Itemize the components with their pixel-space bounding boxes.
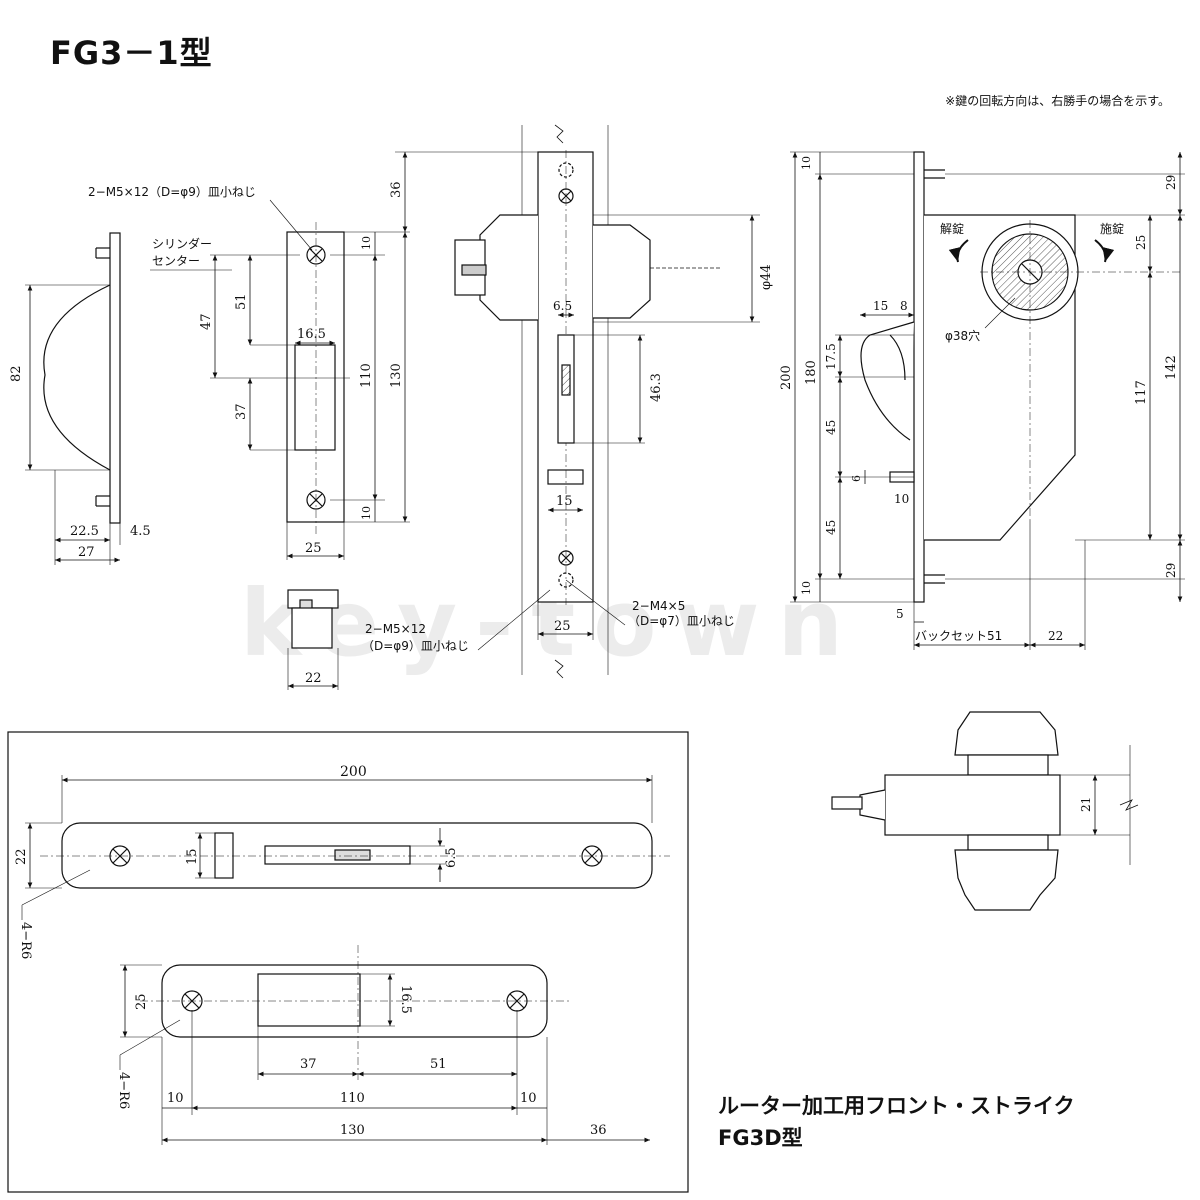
page-title: FG3－1型 [50, 34, 213, 72]
dim-strike-4-5: 4.5 [130, 524, 151, 539]
dim-rt-51: 51 [430, 1057, 447, 1072]
screw-label-top: 2−M5×12（D=φ9）皿小ねじ [88, 185, 256, 199]
dim-rt-25: 25 [134, 993, 149, 1010]
cylinder-center-label-2: センター [152, 254, 200, 268]
cylinder-detail [831, 711, 1139, 911]
dim-strike-82: 82 [9, 365, 24, 382]
dim-front-16-5: 16.5 [297, 327, 326, 342]
dim-body-45b: 45 [824, 520, 838, 535]
label-backset: バックセット51 [915, 629, 1002, 643]
router-section-title-1: ルーター加工用フロント・ストライク [718, 1094, 1075, 1118]
screw-label-front-1: 2−M5×12 [365, 622, 426, 636]
dim-body-25: 25 [1134, 235, 1148, 250]
label-hole38: φ38穴 [945, 328, 980, 343]
strike-front-plate [150, 151, 560, 560]
dim-body-29a: 29 [1164, 175, 1178, 190]
dim-body-8: 8 [900, 299, 908, 313]
dim-body-29b: 29 [1164, 563, 1178, 578]
dim-rt-10a: 10 [167, 1091, 184, 1106]
rotation-note: ※鍵の回転方向は、右勝手の場合を示す。 [945, 94, 1170, 108]
dim-rt-10b: 10 [520, 1091, 537, 1106]
dim-side-phi44: φ44 [759, 264, 774, 290]
dim-front-130: 130 [389, 363, 404, 388]
dim-body-10a: 10 [800, 156, 813, 170]
dim-strike-22-5: 22.5 [70, 524, 99, 539]
screw-label-front-2: （D=φ9）皿小ねじ [362, 639, 469, 653]
dim-body-200: 200 [779, 365, 794, 390]
dim-body-15: 15 [873, 299, 888, 313]
screw-label-m4-1: 2−M4×5 [632, 599, 685, 613]
dim-front-47: 47 [199, 313, 214, 330]
dim-rt-16-5: 16.5 [398, 985, 413, 1014]
label-r6a: 4−R6 [18, 922, 33, 959]
dim-side-46-3: 46.3 [649, 373, 664, 402]
label-r6b: 4−R6 [116, 1072, 131, 1109]
lock-side-view [454, 124, 760, 679]
cylinder-center-label-1: シリンダー [152, 236, 212, 251]
screw-label-m4-2: （D=φ7）皿小ねじ [628, 614, 735, 628]
dim-rt-36: 36 [590, 1123, 607, 1138]
dim-rt-22: 22 [14, 848, 29, 865]
dim-front-51: 51 [234, 293, 249, 310]
dim-body-142: 142 [1164, 355, 1179, 380]
dim-body-17-5: 17.5 [824, 343, 838, 370]
dim-body-117: 117 [1134, 380, 1149, 405]
label-lock: 施錠 [1100, 221, 1124, 236]
dim-body-45a: 45 [824, 420, 838, 435]
router-front-plate [21, 775, 670, 920]
strike-side-view [25, 232, 121, 565]
dim-rt-15: 15 [185, 848, 200, 865]
dim-body-6: 6 [850, 475, 863, 482]
dim-cyl-21: 21 [1079, 797, 1093, 812]
router-section-frame [7, 731, 689, 1193]
dim-body-10b: 10 [800, 581, 813, 595]
dim-rt-200: 200 [340, 764, 367, 780]
dim-rt-110: 110 [340, 1091, 365, 1106]
lock-body-view [790, 151, 1185, 650]
router-strike-plate [119, 945, 650, 1145]
dim-strike-27: 27 [78, 545, 95, 560]
dim-side-6-5: 6.5 [553, 299, 572, 313]
dim-latch-22: 22 [305, 671, 322, 686]
dim-front-37: 37 [234, 403, 249, 420]
dim-side-25: 25 [554, 619, 571, 634]
dim-front-25: 25 [305, 541, 322, 556]
dim-side-15: 15 [556, 494, 573, 509]
latch-part [287, 589, 339, 690]
dim-body-5: 5 [896, 607, 904, 621]
dim-front-10a: 10 [360, 236, 373, 250]
router-section-title-2: FG3D型 [718, 1126, 803, 1150]
dim-body-22: 22 [1048, 629, 1063, 643]
dim-rt-130: 130 [340, 1123, 365, 1138]
dim-body-10c: 10 [894, 492, 909, 506]
dim-front-36: 36 [389, 181, 404, 198]
dim-rt-37: 37 [300, 1057, 317, 1072]
label-unlock: 解錠 [940, 221, 964, 236]
dim-front-10b: 10 [360, 506, 373, 520]
dim-front-110: 110 [359, 363, 374, 388]
dim-rt-6-5: 6.5 [444, 847, 459, 868]
dim-body-180: 180 [804, 360, 819, 385]
